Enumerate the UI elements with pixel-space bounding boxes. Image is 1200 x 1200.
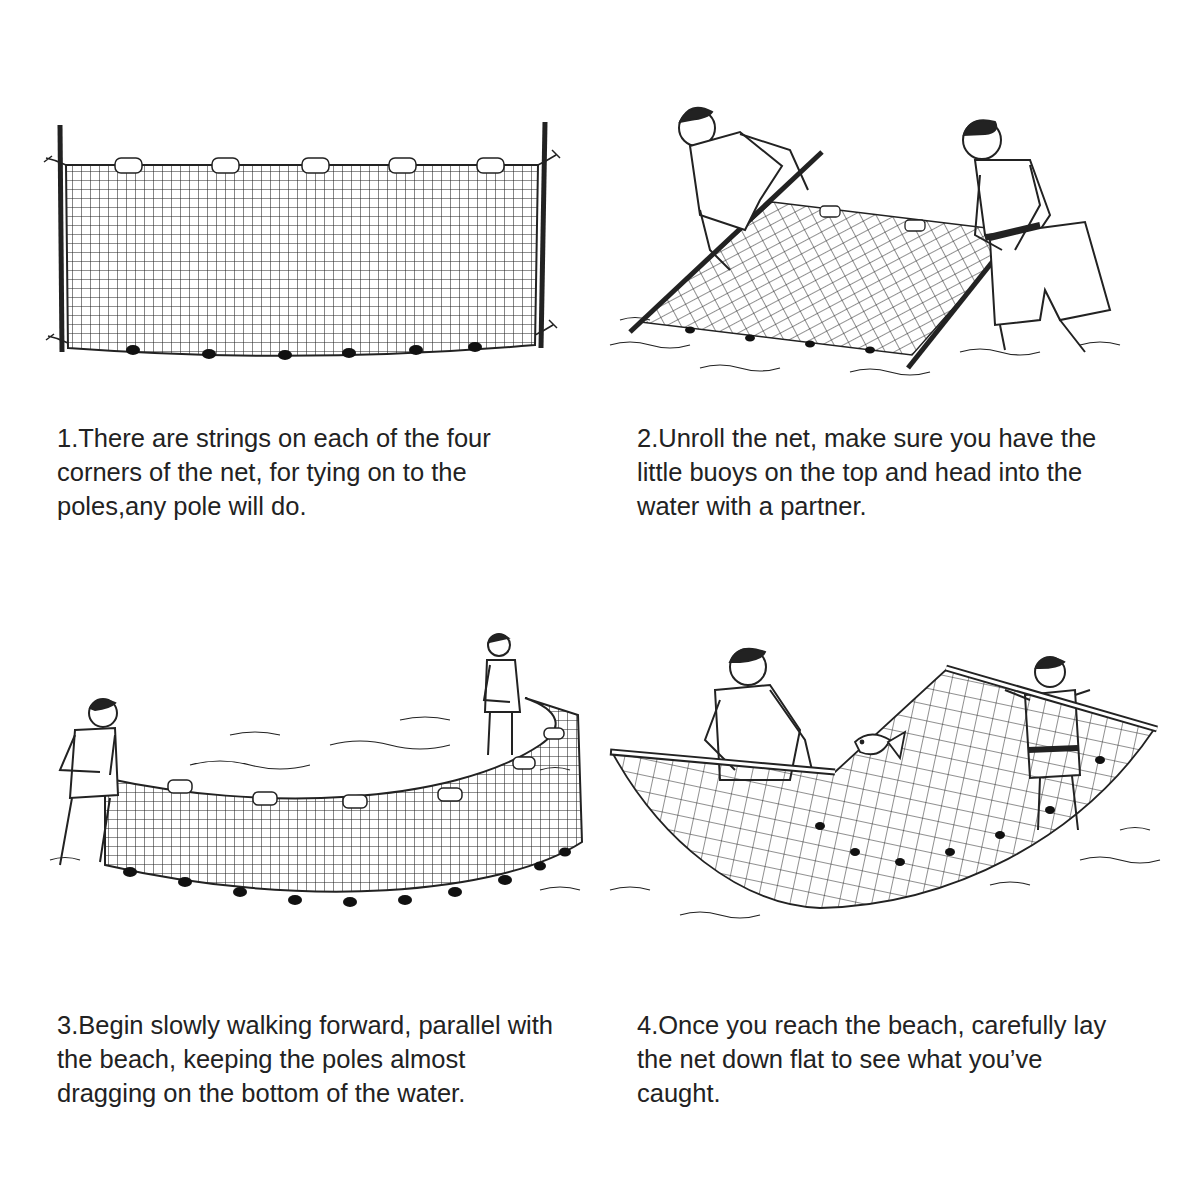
sinker	[343, 897, 357, 907]
pole	[60, 125, 62, 352]
panel-three-scene	[50, 634, 582, 907]
pole-highlight	[946, 668, 1157, 729]
torso	[485, 660, 520, 712]
head	[488, 634, 510, 656]
sinker	[805, 341, 815, 348]
sinker	[534, 862, 546, 871]
person-right	[484, 634, 520, 755]
buoy	[905, 220, 925, 231]
buoy	[115, 158, 142, 173]
buoy	[544, 728, 564, 739]
hair	[1036, 658, 1064, 668]
sinker	[498, 875, 512, 885]
buoy	[302, 158, 329, 173]
sinkers	[815, 756, 1105, 866]
sinker	[398, 895, 412, 905]
panel-four-scene	[610, 649, 1160, 918]
float-buoys	[820, 206, 925, 231]
sinker	[178, 877, 192, 887]
sinker	[685, 327, 695, 334]
sinker	[850, 848, 860, 856]
buoy	[253, 792, 277, 805]
legs	[1000, 320, 1085, 352]
belt	[985, 225, 1040, 238]
arms	[60, 735, 115, 775]
fish-tail	[888, 732, 905, 758]
sinker	[745, 335, 755, 342]
pole	[610, 752, 835, 772]
sinker	[342, 348, 356, 358]
net-mesh	[66, 165, 538, 356]
sinker	[123, 867, 137, 877]
sinker	[1095, 756, 1105, 764]
net-mesh	[640, 202, 1020, 355]
step-caption: 3.Begin slowly walking forward, parallel…	[57, 1008, 569, 1110]
arms	[705, 690, 812, 770]
sinker	[945, 848, 955, 856]
sinker	[559, 848, 571, 857]
buoy	[212, 158, 239, 173]
fish-eye	[861, 741, 864, 744]
head	[963, 121, 1001, 159]
person-left	[679, 108, 808, 270]
step-caption: 4.Once you reach the beach, carefully la…	[637, 1008, 1133, 1110]
torso	[690, 132, 782, 230]
float-buoys	[115, 158, 504, 173]
step-caption: 1.There are strings on each of the four …	[57, 421, 567, 523]
sinker	[815, 822, 825, 830]
sinker	[278, 350, 292, 360]
step-caption: 2.Unroll the net, make sure you have the…	[637, 421, 1119, 523]
legs	[488, 712, 512, 755]
sinker	[895, 858, 905, 866]
sinkers	[123, 848, 571, 908]
arms	[484, 665, 510, 702]
panel-one-net	[44, 122, 560, 360]
hair	[489, 635, 508, 642]
buoy	[438, 788, 462, 801]
buoy	[820, 206, 840, 217]
person-right	[963, 120, 1110, 352]
hair	[964, 120, 996, 135]
sinker	[202, 349, 216, 359]
sinker	[409, 345, 423, 355]
hair	[90, 700, 115, 710]
sinker	[288, 895, 302, 905]
buoy	[513, 757, 535, 769]
float-buoys	[168, 728, 564, 808]
head	[730, 649, 766, 685]
fish	[855, 732, 905, 758]
sinker	[1045, 806, 1055, 814]
sinker	[126, 345, 140, 355]
sinker	[448, 887, 462, 897]
buoy	[343, 795, 367, 808]
shorts	[990, 222, 1110, 325]
buoy	[168, 780, 192, 793]
buoy	[389, 158, 416, 173]
corner-string	[44, 150, 560, 343]
hair	[730, 649, 765, 662]
buoy	[477, 158, 504, 173]
arms	[700, 134, 808, 270]
net-mesh	[105, 698, 582, 892]
person-left	[60, 699, 118, 865]
sinker	[865, 347, 875, 354]
sinkers	[126, 342, 482, 360]
sinker	[995, 831, 1005, 839]
pole-highlight	[612, 752, 835, 772]
sinkers	[685, 327, 875, 354]
legs	[60, 798, 110, 865]
head	[89, 699, 117, 727]
sinker	[468, 342, 482, 352]
sinker	[233, 887, 247, 897]
hair	[680, 108, 712, 122]
arms	[975, 165, 1040, 250]
pole	[946, 668, 1157, 729]
fish-body	[855, 734, 890, 754]
head	[1035, 657, 1065, 687]
pole	[541, 122, 545, 348]
panel-two-scene	[610, 108, 1120, 375]
